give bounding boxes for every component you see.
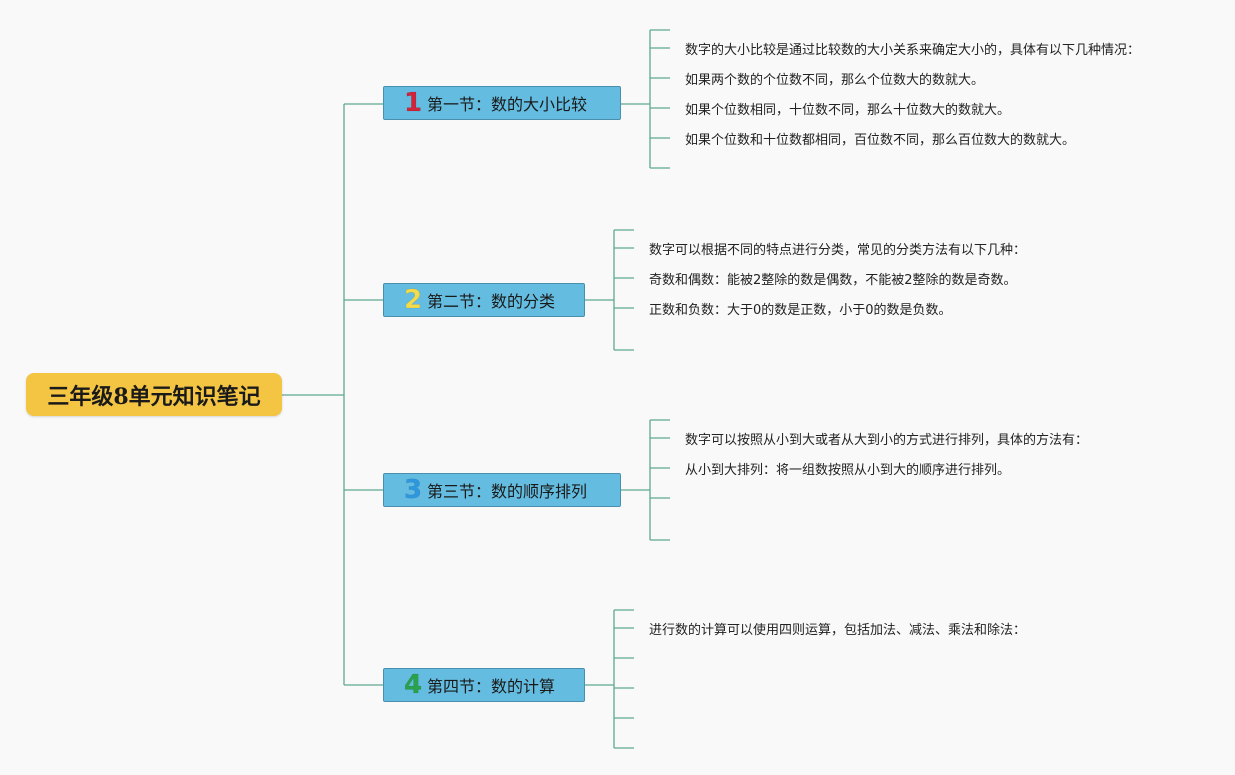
section-1-node[interactable]: 1 第一节：数的大小比较 [383,86,621,120]
root-topic[interactable]: 三年级8单元知识笔记 [26,373,282,416]
section-1-point-4[interactable]: 如果个位数和十位数都相同，百位数不同，那么百位数大的数就大。 [685,133,1076,148]
section-2-number: 2 [403,285,423,316]
section-1-title: 第一节：数的大小比较 [427,95,588,114]
section-2-node[interactable]: 2 第二节：数的分类 [383,283,585,317]
section-1-number: 1 [403,88,423,119]
section-4-node[interactable]: 4 第四节：数的计算 [383,668,585,702]
section-1-point-3[interactable]: 如果个位数相同，十位数不同，那么十位数大的数就大。 [685,103,1011,118]
section-3-number: 3 [403,475,423,506]
section-2-point-1[interactable]: 数字可以根据不同的特点进行分类，常见的分类方法有以下几种： [649,243,1027,258]
section-1-point-2[interactable]: 如果两个数的个位数不同，那么个位数大的数就大。 [685,73,985,88]
section-2-point-2[interactable]: 奇数和偶数：能被2整除的数是偶数，不能被2整除的数是奇数。 [649,273,1017,288]
section-4-title: 第四节：数的计算 [427,677,556,696]
section-4-point-1[interactable]: 进行数的计算可以使用四则运算，包括加法、减法、乘法和除法： [649,623,1027,638]
section-2-title: 第二节：数的分类 [427,292,556,311]
section-3-point-2[interactable]: 从小到大排列：将一组数按照从小到大的顺序进行排列。 [685,463,1011,478]
section-3-title: 第三节：数的顺序排列 [427,482,588,501]
root-title: 三年级8单元知识笔记 [47,383,261,410]
section-2-point-3[interactable]: 正数和负数：大于0的数是正数，小于0的数是负数。 [649,303,952,318]
section-3-point-1[interactable]: 数字可以按照从小到大或者从大到小的方式进行排列，具体的方法有： [685,433,1089,448]
section-4-number: 4 [403,670,423,701]
section-1-point-1[interactable]: 数字的大小比较是通过比较数的大小关系来确定大小的，具体有以下几种情况： [685,43,1141,58]
section-3-node[interactable]: 3 第三节：数的顺序排列 [383,473,621,507]
